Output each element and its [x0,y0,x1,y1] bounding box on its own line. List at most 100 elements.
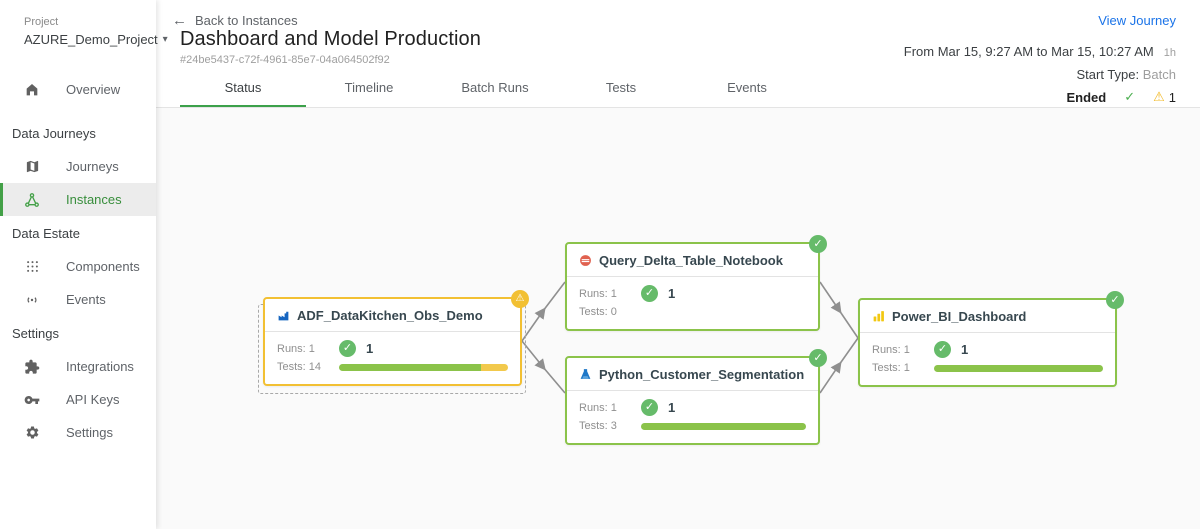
dag-node-query-delta-table-notebook[interactable]: ✓ Query_Delta_Table_Notebook Runs: 1 ✓ 1… [565,235,827,331]
databricks-notebook-icon [579,254,592,267]
instance-graph-icon [24,192,40,208]
sidebar-item-settings[interactable]: Settings [0,416,156,449]
main-panel: ← Back to Instances Dashboard and Model … [156,0,1200,529]
tab-batch-runs[interactable]: Batch Runs [461,80,529,95]
sidebar-section-data-journeys: Data Journeys [12,126,96,141]
node-success-badge: ✓ [1106,291,1124,309]
tests-result-bar [934,364,1103,372]
runs-ok-count: 1 [961,342,969,357]
node-title: Python_Customer_Segmentation [599,367,805,382]
sidebar: Project AZURE_Demo_Project ▾ Overview Da… [0,0,168,529]
sidebar-item-instances[interactable]: Instances [0,183,156,216]
tests-label: Tests: 0 [579,306,617,318]
sidebar-section-data-estate: Data Estate [12,226,80,241]
back-link-label: Back to Instances [195,13,298,28]
project-label: Project [24,16,59,28]
runs-label: Runs: 1 [277,342,315,355]
time-range: From Mar 15, 9:27 AM to Mar 15, 10:27 AM [903,44,1154,59]
tab-tests[interactable]: Tests [605,80,637,95]
warning-count-badge: ⚠ 1 [1153,89,1176,105]
azure-data-factory-icon [277,309,290,322]
warning-count: 1 [1168,89,1176,105]
components-grid-icon [24,259,40,275]
node-success-badge: ✓ [809,235,827,253]
warning-icon: ⚠ [1153,89,1165,104]
sidebar-item-events[interactable]: Events [0,283,156,316]
sidebar-nav: Overview Data Journeys Journeys Instance… [0,73,156,449]
tab-events[interactable]: Events [727,80,767,95]
dag-canvas[interactable]: ⚠ ADF_DataKitchen_Obs_Demo Runs: 1 ✓ 1 T… [156,108,1200,529]
sidebar-item-journeys[interactable]: Journeys [0,150,156,183]
sidebar-item-api-keys[interactable]: API Keys [0,383,156,416]
view-journey-link[interactable]: View Journey [1098,13,1176,28]
runs-row: Runs: 1 ✓ 1 [872,341,1103,358]
sidebar-item-label: Components [66,259,140,274]
gear-icon [24,425,40,441]
runs-ok-count: 1 [668,400,676,415]
time-range-row: From Mar 15, 9:27 AM to Mar 15, 10:27 AM… [904,44,1176,59]
dag-node-power-bi-dashboard[interactable]: ✓ Power_BI_Dashboard Runs: 1 ✓ 1 Tests: … [858,291,1124,387]
back-to-instances-link[interactable]: ← Back to Instances [172,12,298,29]
sidebar-item-integrations[interactable]: Integrations [0,350,156,383]
home-icon [24,82,40,98]
python-script-icon [579,368,592,381]
dag-node-python-customer-segmentation[interactable]: ✓ Python_Customer_Segmentation Runs: 1 ✓… [565,349,827,445]
page-header: ← Back to Instances Dashboard and Model … [156,0,1200,105]
runs-row: Runs: 1 ✓ 1 [277,340,508,357]
puzzle-icon [24,359,40,375]
node-title: ADF_DataKitchen_Obs_Demo [297,308,483,323]
back-arrow-icon: ← [172,12,187,29]
tests-warning-segment [480,363,508,371]
chevron-down-icon: ▾ [162,34,168,45]
node-header: Power_BI_Dashboard [860,300,1115,333]
tests-result-bar [641,422,806,430]
sidebar-item-label: API Keys [66,392,120,407]
edge [819,337,859,394]
power-bi-icon [872,310,885,323]
sidebar-item-label: Events [66,292,106,307]
tests-row: Tests: 14 [277,361,508,373]
instance-id: #24be5437-c72f-4961-85e7-04a064502f92 [180,54,390,66]
tests-passed-segment [641,422,806,430]
dag-edges [521,281,859,394]
node-success-badge: ✓ [809,349,827,367]
tests-row: Tests: 0 [579,306,806,318]
tab-status[interactable]: Status [180,71,306,107]
edge [521,340,566,394]
dag-node-adf-datakitchen-obs-demo[interactable]: ⚠ ADF_DataKitchen_Obs_Demo Runs: 1 ✓ 1 T… [263,290,529,386]
tests-label: Tests: 3 [579,420,617,432]
tests-result-bar [339,363,508,371]
sidebar-item-label: Journeys [66,159,119,174]
node-title: Power_BI_Dashboard [892,309,1027,324]
start-type-row: Start Type: Batch [904,67,1176,82]
sidebar-item-overview[interactable]: Overview [0,73,156,106]
project-name[interactable]: AZURE_Demo_Project ▾ [24,32,168,47]
status-badge: Ended [1066,89,1107,105]
start-type-label: Start Type: [1076,67,1140,82]
runs-ok-count: 1 [668,286,676,301]
run-success-icon: ✓ [641,399,658,416]
page-title: Dashboard and Model Production [180,28,481,50]
node-header: Python_Customer_Segmentation [567,358,818,391]
edge [819,281,859,339]
tab-bar: Status Timeline Batch Runs Tests Events [156,71,1200,108]
node-warning-badge: ⚠ [511,290,529,308]
tests-label: Tests: 1 [872,362,910,374]
duration: 1h [1163,47,1176,59]
tests-row: Tests: 3 [579,420,806,432]
status-row: Ended ✓ ⚠ 1 [904,89,1176,105]
run-success-icon: ✓ [641,285,658,302]
node-title: Query_Delta_Table_Notebook [599,253,783,268]
sidebar-item-label: Overview [66,82,121,97]
project-switcher[interactable]: Project AZURE_Demo_Project ▾ [0,0,168,47]
project-name-text: AZURE_Demo_Project [24,32,158,47]
node-body: Runs: 1 ✓ 1 Tests: 1 [860,333,1115,385]
node-header: ADF_DataKitchen_Obs_Demo [265,299,520,332]
node-body: Runs: 1 ✓ 1 Tests: 14 [265,332,520,384]
tab-timeline[interactable]: Timeline [344,80,394,95]
key-icon [24,392,40,408]
runs-label: Runs: 1 [579,401,617,414]
runs-row: Runs: 1 ✓ 1 [579,285,806,302]
tests-passed-segment [934,364,1103,372]
sidebar-item-components[interactable]: Components [0,250,156,283]
